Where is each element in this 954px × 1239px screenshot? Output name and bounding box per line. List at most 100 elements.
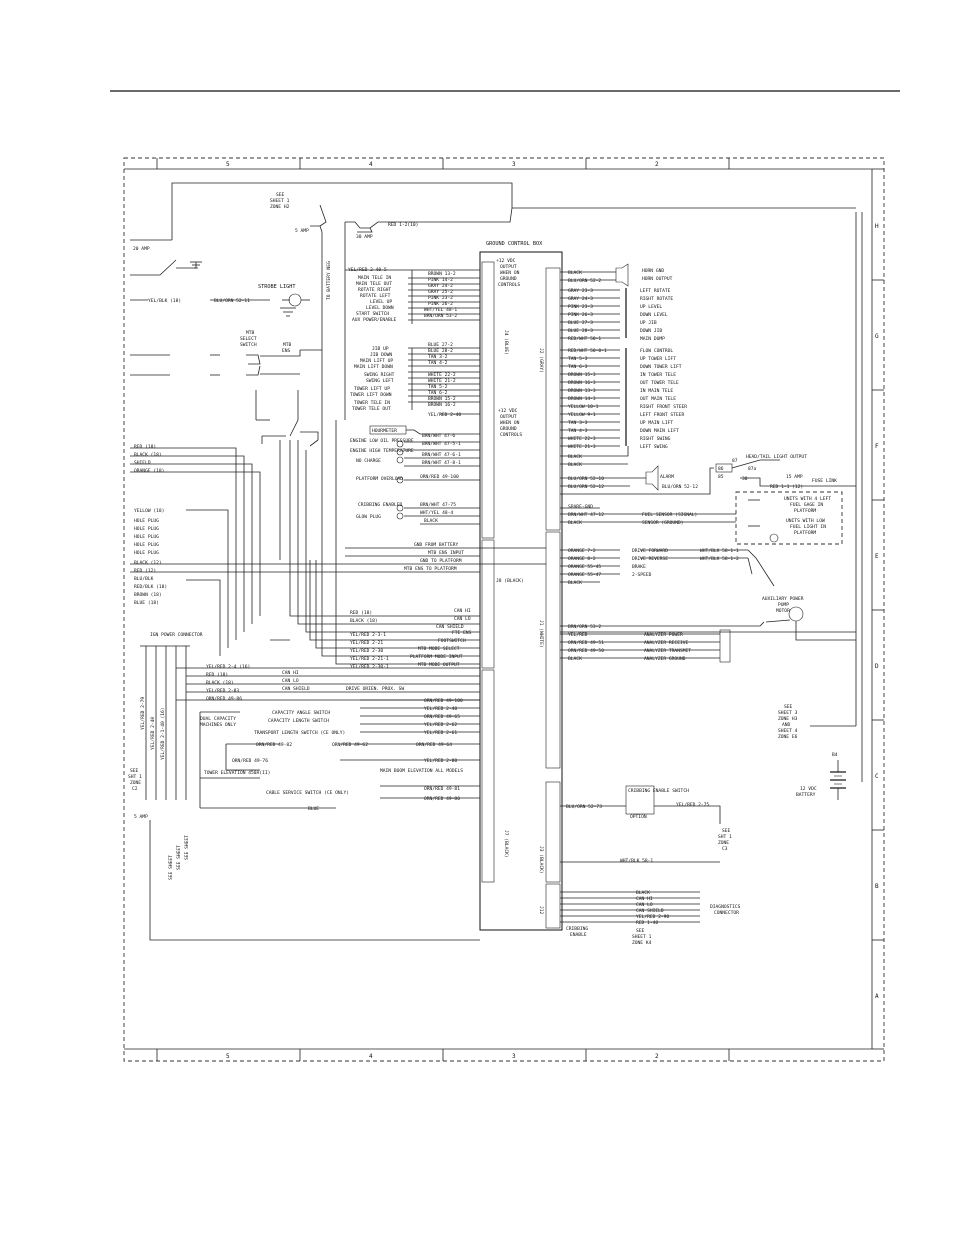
fuse-5-amp-b: 5 AMP — [134, 814, 148, 820]
j1-3-desc: ANALYZER TRANSMIT — [644, 648, 691, 654]
mtb-select-0: MTB — [246, 330, 255, 336]
fuse-20-amp: 20 AMP — [133, 246, 150, 252]
j4b-row-6-label: TAN 5-2 — [428, 384, 448, 390]
box-j3-label: J3 (BLACK) — [538, 846, 544, 874]
left-vert-1: YEL/RED 2-40 — [150, 717, 156, 750]
can-out-2: BLACK (18) — [206, 680, 234, 686]
box-out-plus12-0: +12 VDC — [496, 258, 516, 264]
see-sht1-c3-0: SEE — [722, 828, 731, 834]
see-sheet1-k4-0: SEE — [636, 928, 645, 934]
zone-side-c: C — [875, 773, 879, 780]
j2l-6-desc: SENSOR (GROUND) — [642, 520, 684, 526]
fuse-15-amp: 15 AMP — [786, 474, 803, 480]
orn-82: ORN/RED 49-82 — [256, 742, 292, 748]
platform-overload-desc: PLATFORM OVERLOAD — [356, 476, 403, 482]
connector-j12 — [545, 883, 561, 929]
j2l-0-label: BLACK — [568, 454, 582, 460]
hourmeter-item-3-label: BRN/WHT 47-8-1 — [422, 460, 461, 466]
drive-labels: ORANGE 7-2 DRIVE FORWARD ORANGE 8-2 DRIV… — [568, 548, 739, 586]
j4-row-6-desc: LEVEL DOWN — [366, 305, 394, 311]
j8-labels: RED (18) CAN HI BLACK (18) CAN LO CAN SH… — [350, 608, 472, 670]
j4-row-3-desc: ROTATE RIGHT — [358, 287, 391, 293]
j2r2-2-desc: DOWN TOWER LIFT — [640, 364, 682, 370]
j2l-3-label: BLU/ORN 52-12 — [568, 484, 604, 490]
j4b-row-7-desc: TOWER LIFT DOWN — [350, 392, 392, 398]
crib-enable-0: CRIBBING — [566, 926, 588, 932]
left-input-group-3: BLACK (12) RED (12) BLU/BLK RED/BLK (18)… — [130, 560, 336, 656]
j2r-4-label: PINK 23-3 — [568, 304, 593, 310]
diag-conn-1: CONNECTOR — [714, 910, 739, 916]
j8-row-4-label: YEL/RED 2-21 — [350, 640, 383, 646]
j8-row-1-label: BLACK (18) — [350, 618, 378, 624]
j12-0: BLACK — [636, 890, 650, 896]
j7-labels: DRIVE ORIEN. PROX. SW ORN/RED 49-100 YEL… — [200, 686, 463, 812]
j7-row-3-label: YEL/RED 2-62 — [424, 722, 457, 728]
j2r-5-desc: DOWN LEVEL — [640, 312, 668, 318]
hourmeter-block — [369, 425, 480, 525]
j7-row-4-label: YEL/RED 2-61 — [424, 730, 457, 736]
j2r-1-desc: HORN OUTPUT — [642, 276, 673, 282]
j7-row-0-label: ORN/RED 49-100 — [424, 698, 463, 704]
left-vert-0: YEL/RED 2-79 — [140, 697, 146, 730]
j1-2-label: ORN/RED 49-51 — [568, 640, 604, 646]
aux-pump-0: AUXILIARY POWER — [762, 596, 804, 602]
ground-control-box — [479, 251, 563, 931]
glow-1-label: WHT/YEL 48-4 — [420, 510, 453, 516]
j8-row-3-label: YEL/RED 2-3-1 — [350, 632, 386, 638]
j2r-6-desc: UP JIB — [640, 320, 657, 326]
battery-0: 12 VDC — [800, 786, 817, 792]
j4b-row-4-label: WHITE 22-2 — [428, 372, 456, 378]
j8-row-2-desc: CAN SHIELD — [436, 624, 464, 630]
can-out-3-desc: CAN SHIELD — [282, 686, 310, 692]
j4-row-2-label: PINK 14-2 — [428, 277, 453, 283]
drive-0-label: ORANGE 7-2 — [568, 548, 596, 554]
box-text-labels: +12 VDC OUTPUT WHEN ON GROUND CONTROLS +… — [496, 258, 544, 915]
connector-j4 — [481, 261, 495, 539]
j4-row-8-label: BRN/ORN 53-2 — [424, 313, 457, 319]
glow-0-desc: CRIBBING ENABLED — [358, 502, 402, 508]
j2r2-4-desc: OUT TOWER TELE — [640, 380, 679, 386]
connector-j8 — [481, 539, 495, 669]
fuse-30-amp: 30 AMP — [356, 234, 373, 240]
see-sheet3-5: ZONE E6 — [778, 734, 798, 740]
j1-0-label: BRN/ORN 53-2 — [568, 624, 601, 630]
fuel-units-1: FUEL GAGE IN — [790, 502, 823, 508]
j2r-4-desc: UP LEVEL — [640, 304, 662, 310]
left-input-1: BLACK (18) — [134, 452, 162, 458]
box-out-plus12-3: GROUND — [500, 276, 517, 282]
left-vertical-labels: YEL/RED 2-79 YEL/RED 2-40 YEL/RED 2-1-40… — [128, 697, 480, 941]
alarm-label: ALARM — [660, 474, 674, 480]
j2-right-group-1 — [560, 263, 629, 339]
box-j4-label: J4 (BLUE) — [503, 330, 509, 355]
j7-row-7-label: ORN/RED 49-81 — [424, 786, 460, 792]
j2-lower-labels: BLACK BLACK BLU/ORN 52-10 BLU/ORN 52-12 … — [568, 454, 698, 526]
j2r2-3-label: BROWN 15-3 — [568, 372, 596, 378]
gnd-2: GND TO PLATFORM — [420, 558, 462, 564]
j1-3-label: ORN/RED 49-50 — [568, 648, 604, 654]
left-input3-5: BLUE (18) — [134, 600, 159, 606]
j8-row-4-desc: FOOTSWITCH — [438, 638, 466, 644]
see-sheet-0: SEE — [276, 192, 285, 198]
left-input2-4: HOLE PLUG — [134, 542, 159, 548]
j4-row-8-desc: AUX POWER/ENABLE — [352, 317, 396, 323]
see-sheet1-k4-2: ZONE K4 — [632, 940, 652, 946]
j2r2-2-label: TAN 6-3 — [568, 364, 588, 370]
j3-rhs: YEL/RED 2-75 — [676, 802, 709, 808]
j2r-3-label: GRAY 24-3 — [568, 296, 593, 302]
relay-86: 86 — [718, 466, 724, 472]
j2l-4-label: SPARE-GND — [568, 504, 593, 510]
j4b-row-10-label: YEL/RED 2-40 — [428, 412, 461, 418]
j8-row-3-desc: FTE ENS — [452, 630, 472, 636]
box-in-plus12-0: +12 VDC — [498, 408, 518, 414]
drive-2-desc: BRAKE — [632, 564, 646, 570]
left-input-2: SHIELD — [134, 460, 151, 466]
left-input3-4: BROWN (18) — [134, 592, 162, 598]
j1-analyzer — [560, 606, 856, 663]
drive-4-label: BLACK — [568, 580, 582, 586]
drive-2-label: ORANGE 55-45 — [568, 564, 601, 570]
ign-power-connector: IGN POWER CONNECTOR — [140, 632, 480, 800]
j4b-row-8-label: BROWN 15-2 — [428, 396, 456, 402]
j4b-row-7-label: TAN 6-2 — [428, 390, 448, 396]
j2r-6-label: BLUE 27-3 — [568, 320, 593, 326]
j8-row-6-label: YEL/RED 2-21-1 — [350, 656, 389, 662]
